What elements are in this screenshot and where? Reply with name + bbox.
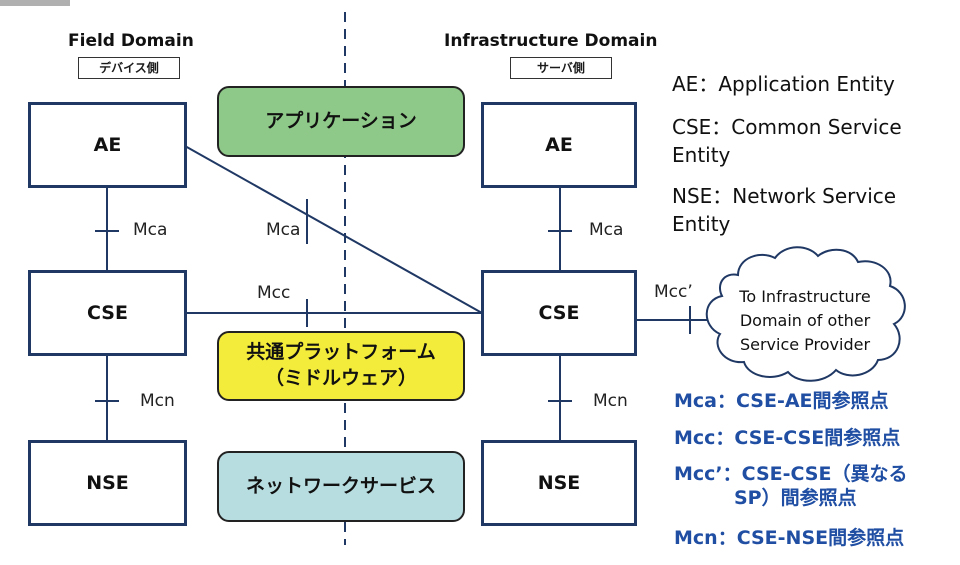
cloud-line-2: Domain of other bbox=[739, 311, 871, 330]
top-marker bbox=[0, 0, 70, 6]
field-mca-label: Mca bbox=[133, 220, 168, 240]
ref-mcc-prime-line2: SP）間参照点 bbox=[734, 487, 857, 509]
ref-mcc-prime-line1: Mcc’：CSE-CSE（異なる bbox=[674, 463, 908, 485]
field-cse-label: CSE bbox=[87, 302, 128, 324]
infra-cse-box: CSE bbox=[481, 270, 637, 356]
ref-mcn: Mcn：CSE-NSE間参照点 bbox=[674, 527, 905, 549]
field-mcn-label: Mcn bbox=[140, 391, 175, 411]
network-service-layer: ネットワークサービス bbox=[217, 451, 465, 522]
infra-domain-title: Infrastructure Domain bbox=[444, 31, 658, 51]
platform-label-line1: 共通プラットフォーム bbox=[246, 341, 436, 364]
infra-ae-label: AE bbox=[545, 134, 573, 156]
infra-nse-box: NSE bbox=[481, 440, 637, 526]
infra-ae-box: AE bbox=[481, 102, 637, 188]
legend-ae: AE：Application Entity bbox=[672, 72, 895, 96]
legend-cse-line2: Entity bbox=[672, 143, 731, 167]
infra-cse-label: CSE bbox=[538, 302, 580, 324]
field-nse-label: NSE bbox=[86, 472, 129, 494]
application-label: アプリケーション bbox=[265, 109, 417, 132]
cloud-shape bbox=[705, 246, 906, 382]
network-service-label: ネットワークサービス bbox=[245, 474, 436, 497]
infra-domain-subtitle: サーバ側 bbox=[510, 57, 612, 79]
legend-nse-line1: NSE：Network Service bbox=[672, 184, 897, 208]
legend-cse: CSE：Common Service Entity bbox=[672, 113, 902, 169]
infra-nse-label: NSE bbox=[537, 472, 581, 494]
field-ae-box: AE bbox=[28, 102, 187, 188]
field-ae-label: AE bbox=[93, 134, 122, 156]
cloud-label: To Infrastructure Domain of other Servic… bbox=[712, 285, 898, 357]
infra-mcn-label: Mcn bbox=[593, 391, 628, 411]
legend-nse-line2: Entity bbox=[672, 212, 731, 236]
ref-mca: Mca：CSE-AE間参照点 bbox=[674, 390, 889, 412]
mca-diagonal-label: Mca bbox=[266, 220, 301, 240]
mcc-prime-label: Mcc’ bbox=[654, 282, 693, 302]
field-nse-box: NSE bbox=[28, 440, 187, 526]
mca-diagonal-line bbox=[184, 145, 483, 314]
cloud-line-1: To Infrastructure bbox=[739, 287, 871, 306]
field-cse-box: CSE bbox=[28, 270, 187, 356]
platform-label-line2: （ミドルウェア） bbox=[264, 367, 417, 389]
legend-cse-line1: CSE：Common Service bbox=[672, 115, 902, 139]
platform-layer: 共通プラットフォーム （ミドルウェア） bbox=[217, 331, 465, 401]
field-domain-subtitle: デバイス側 bbox=[78, 57, 180, 79]
ref-mcc-prime: Mcc’：CSE-CSE（異なる SP）間参照点 bbox=[674, 462, 907, 510]
infra-mca-label: Mca bbox=[589, 220, 624, 240]
ref-mcc: Mcc：CSE-CSE間参照点 bbox=[674, 427, 901, 449]
cloud-line-3: Service Provider bbox=[739, 335, 871, 354]
field-domain-title: Field Domain bbox=[68, 31, 194, 51]
application-layer: アプリケーション bbox=[217, 86, 465, 157]
mcc-label: Mcc bbox=[257, 283, 291, 303]
legend-nse: NSE：Network Service Entity bbox=[672, 182, 896, 238]
